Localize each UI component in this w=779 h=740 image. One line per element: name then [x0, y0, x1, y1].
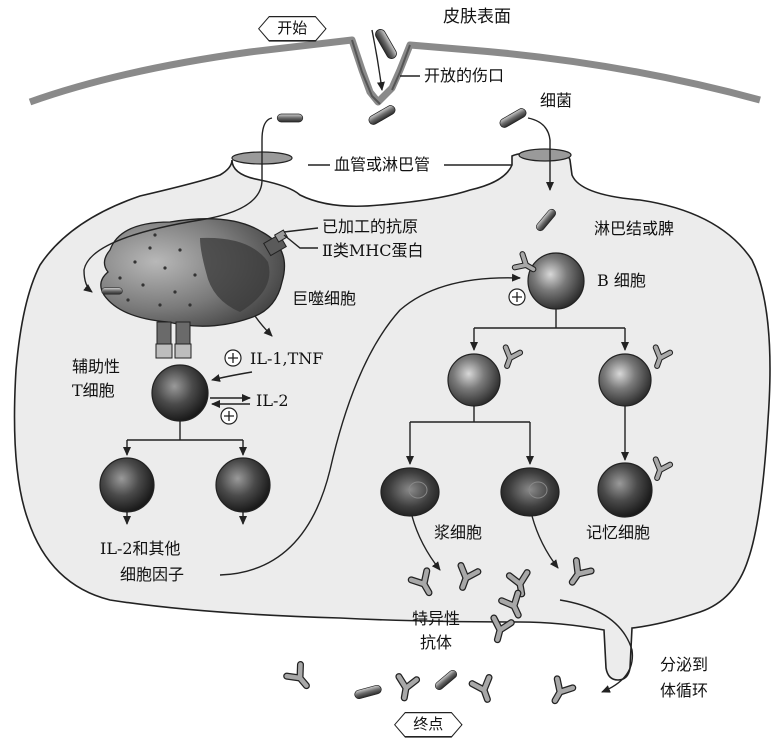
t-cell-daughter-right: [216, 458, 270, 512]
cytokines-label-line2: 细胞因子: [120, 566, 184, 584]
antibody-label-line2: 抗体: [420, 634, 452, 652]
bacterium: [354, 684, 382, 699]
mhc2-label: Ⅱ类MHC蛋白: [322, 242, 423, 260]
plasma-cell-left: [381, 468, 439, 516]
macrophage-label: 巨噬细胞: [292, 290, 356, 308]
secrete-label-line2: 体循环: [660, 682, 708, 700]
bacterium: [498, 107, 527, 129]
antibody-label-line1: 特异性: [412, 610, 460, 628]
b-cell: [528, 253, 584, 309]
antibody: [395, 677, 416, 700]
cytokines-label-line1: IL-2和其他: [100, 540, 181, 558]
plus-sign: [221, 408, 237, 424]
bacteria-label: 细菌: [540, 92, 572, 110]
antibody: [287, 665, 314, 692]
end-tag: 终点: [394, 712, 463, 738]
lymph-node-label: 淋巴结或脾: [594, 220, 674, 238]
secrete-label-line1: 分泌到: [660, 656, 708, 674]
il2-label: IL-2: [256, 392, 289, 410]
b-cell-daughter-right: [599, 354, 651, 406]
start-tag: 开始: [258, 16, 327, 42]
vessel-label: 血管或淋巴管: [334, 156, 430, 174]
open-wound-label: 开放的伤口: [424, 67, 504, 85]
end-label: 终点: [395, 713, 461, 736]
plasma-cell-label: 浆细胞: [434, 524, 482, 542]
plus-sign: [509, 289, 525, 305]
il1-tnf-label: IL-1,TNF: [250, 350, 323, 368]
helper-t-label-line1: 辅助性: [72, 358, 120, 376]
bacterium: [434, 669, 459, 692]
antibody: [472, 678, 496, 703]
t-cell-daughter-left: [100, 458, 154, 512]
bacterium: [367, 104, 396, 126]
helper-t-label-line2: T细胞: [72, 382, 115, 400]
b-cell-label: B 细胞: [597, 272, 646, 290]
plasma-cell-right: [501, 468, 559, 516]
bacterium: [277, 114, 303, 122]
plus-sign: [225, 350, 241, 366]
memory-cell-label: 记忆细胞: [586, 524, 650, 542]
helper-t-cell: [152, 365, 208, 421]
processed-antigen-label: 已加工的抗原: [322, 218, 418, 236]
vessel-opening-right: [519, 149, 571, 161]
antibody: [547, 679, 573, 705]
skin-surface-label: 皮肤表面: [443, 8, 511, 26]
b-cell-daughter-left: [448, 354, 500, 406]
memory-cell: [598, 463, 652, 517]
start-label: 开始: [259, 17, 325, 40]
